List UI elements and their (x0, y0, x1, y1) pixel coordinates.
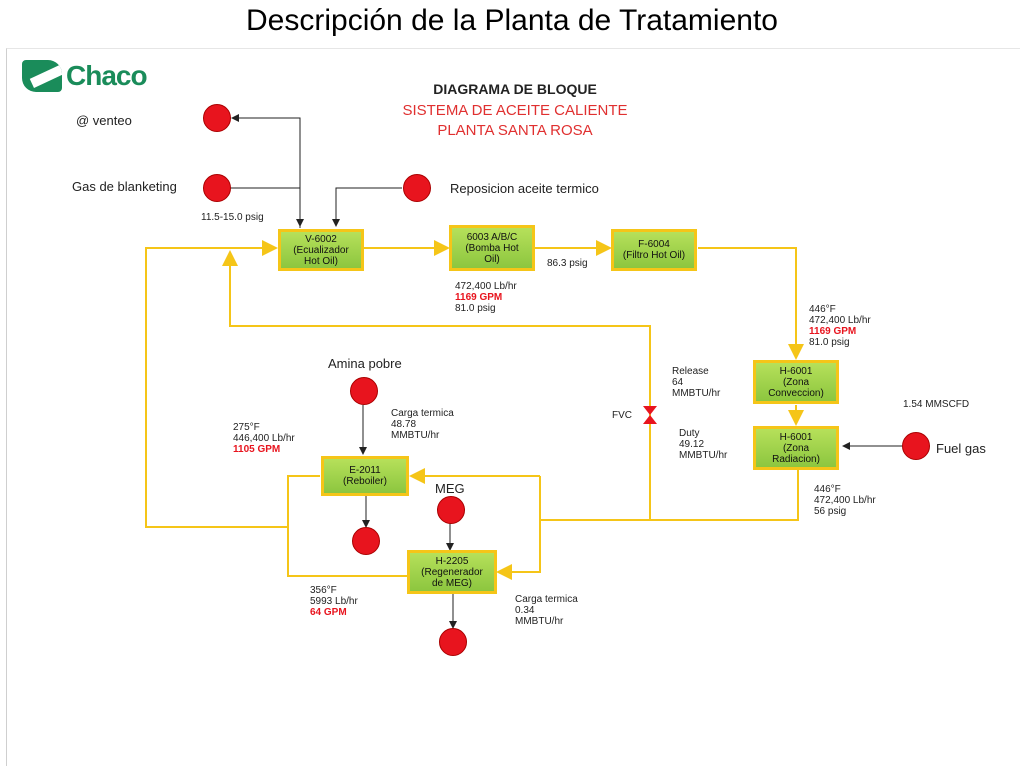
fvc-valve-icon (643, 406, 657, 424)
label-meg-in: 356°F 5993 Lb/hr (310, 585, 358, 607)
box-h6001r-label: H-6001 (Zona Radiacion) (772, 431, 820, 465)
label-filter-psig: 86.3 psig (547, 258, 588, 269)
label-reb-in: 275°F 446,400 Lb/hr (233, 422, 295, 444)
box-f6004-label: F-6004 (Filtro Hot Oil) (622, 239, 686, 261)
box-h6001c-label: H-6001 (Zona Conveccion) (768, 365, 824, 399)
label-blanketing: Gas de blanketing (72, 179, 177, 194)
label-pump-gpm: 1169 GPM (455, 292, 503, 303)
box-e2011-label: E-2011 (Reboiler) (343, 465, 387, 487)
box-v6002-label: V-6002 (Ecualizador Hot Oil) (293, 233, 349, 267)
reboiler-out-dot (352, 527, 380, 555)
box-p6003-label: 6003 A/B/C (Bomba Hot Oil) (465, 231, 519, 265)
label-venteo: @ venteo (76, 113, 132, 128)
chaco-logo-icon (22, 60, 62, 92)
label-carga2: Carga termica 0.34 MMBTU/hr (515, 594, 578, 627)
label-blanket-psig: 11.5-15.0 psig (201, 212, 264, 223)
label-fuel-gas: Fuel gas (936, 441, 986, 456)
box-v6002: V-6002 (Ecualizador Hot Oil) (278, 229, 364, 271)
label-pump-psig: 81.0 psig (455, 303, 496, 314)
box-h6001-conveccion: H-6001 (Zona Conveccion) (753, 360, 839, 404)
diagram-subtitle-plant: PLANTA SANTA ROSA (437, 122, 593, 139)
content-frame (6, 48, 1020, 766)
label-conv-psig: 81.0 psig (809, 337, 850, 348)
diagram-subtitle-system: SISTEMA DE ACEITE CALIENTE (402, 102, 628, 119)
label-conv-flow: 472,400 Lb/hr (809, 315, 871, 326)
label-amina: Amina pobre (328, 356, 402, 371)
meg-out-dot (439, 628, 467, 656)
meg-dot (437, 496, 465, 524)
label-pump-flow: 472,400 Lb/hr (455, 281, 517, 292)
company-logo: Chaco (22, 60, 148, 92)
reposicion-dot (403, 174, 431, 202)
label-fuel-rate: 1.54 MMSCFD (903, 399, 970, 410)
box-h2205-label: H-2205 (Regenerador de MEG) (421, 555, 483, 589)
box-h6001-radiacion: H-6001 (Zona Radiacion) (753, 426, 839, 470)
diagram-title: DIAGRAMA DE BLOQUE (433, 81, 597, 97)
label-fvc: FVC (612, 410, 632, 421)
label-conv-gpm: 1169 GPM (809, 326, 857, 337)
amina-dot (350, 377, 378, 405)
fuel-gas-dot (902, 432, 930, 460)
label-reb-gpm: 1105 GPM (233, 444, 281, 455)
box-f6004: F-6004 (Filtro Hot Oil) (611, 229, 697, 271)
label-release: Release 64 MMBTU/hr (672, 366, 721, 399)
label-meg-gpm: 64 GPM (310, 607, 347, 618)
label-rad-out: 446°F 472,400 Lb/hr 56 psig (814, 484, 876, 517)
label-meg: MEG (435, 481, 465, 496)
box-p6003: 6003 A/B/C (Bomba Hot Oil) (449, 225, 535, 271)
slide-title: Descripción de la Planta de Tratamiento (246, 4, 778, 37)
label-carga1: Carga termica 48.78 MMBTU/hr (391, 408, 454, 441)
label-duty: Duty 49.12 MMBTU/hr (679, 428, 728, 461)
box-h2205: H-2205 (Regenerador de MEG) (407, 550, 497, 594)
label-reposicion: Reposicion aceite termico (450, 181, 599, 196)
logo-text: Chaco (66, 60, 148, 91)
venteo-dot (203, 104, 231, 132)
label-conv-temp: 446°F (809, 304, 836, 315)
box-e2011: E-2011 (Reboiler) (321, 456, 409, 496)
blanketing-dot (203, 174, 231, 202)
